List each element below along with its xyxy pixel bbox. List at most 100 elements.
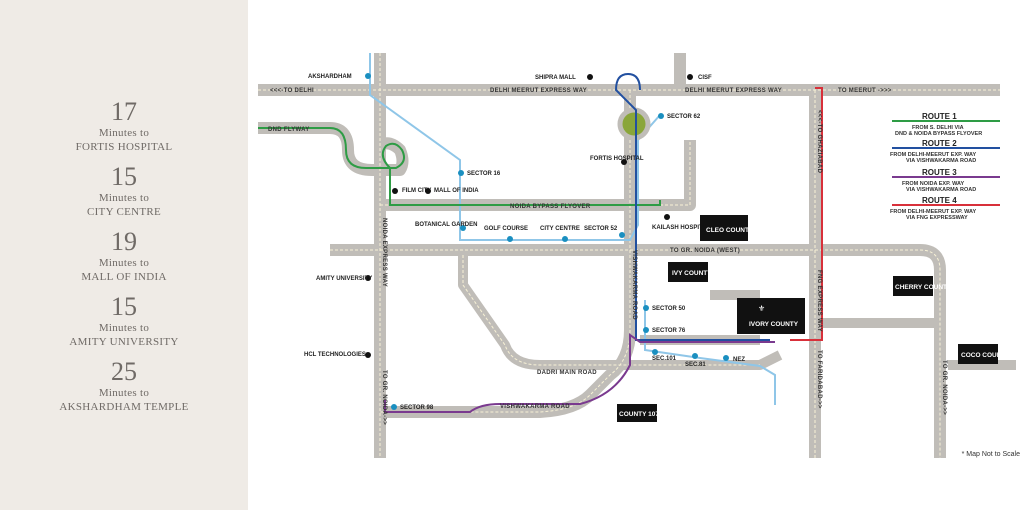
- road-label-dnd: DND FLYWAY: [268, 127, 310, 133]
- place-marker-icon: [587, 74, 593, 80]
- stat-number: 17: [111, 97, 137, 126]
- road-label-to-faridabad: TO FARIDABAD->>: [816, 350, 822, 409]
- metro-station-icon: [562, 236, 568, 242]
- place-city-centre: CITY CENTRE: [540, 226, 580, 232]
- project-box-cleo: [700, 215, 748, 241]
- project-county107: COUNTY 107: [619, 411, 659, 418]
- project-box-coco: [958, 344, 998, 364]
- metro-station-icon: [391, 404, 397, 410]
- places-layer: AKSHARDHAM SHIPRA MALL CISF SECTOR 62 FO…: [304, 73, 745, 411]
- legend-title: ROUTE 4: [922, 196, 957, 205]
- project-box-cherry: [893, 276, 933, 296]
- stat-label: Minutes to: [98, 192, 150, 204]
- metro-station-icon: [652, 349, 658, 355]
- legend-title: ROUTE 2: [922, 139, 957, 148]
- road-label-vishwakarma: VISHWAKARMA ROAD: [500, 404, 570, 410]
- route-3-path: [384, 333, 775, 413]
- route-legend: ROUTE 1 FROM S. DELHI VIA DND & NOIDA BY…: [890, 112, 1000, 221]
- legend-title: ROUTE 3: [922, 168, 957, 177]
- sidebar-panel: 17 Minutes to FORTIS HOSPITAL 15 Minutes…: [0, 0, 248, 510]
- ivory-logo-icon: ⚜: [758, 304, 765, 313]
- stat-destination: CITY CENTRE: [86, 206, 162, 218]
- road-label-to-ghaziabad: <<<-TO GHAZIABAD: [816, 110, 822, 174]
- place-marker-icon: [365, 352, 371, 358]
- place-sector50: SECTOR 50: [652, 306, 686, 312]
- stat-number: 15: [111, 162, 137, 191]
- legend-desc: FROM NOIDA EXP. WAY: [902, 181, 964, 187]
- place-marker-icon: [621, 159, 627, 165]
- project-box-ivory: [737, 298, 805, 334]
- stat-amity: 15 Minutes to AMITY UNIVERSITY: [0, 293, 248, 349]
- road-label-vishwakarma-vertical: VISHWAKARMA ROAD: [631, 250, 637, 320]
- stat-destination: AKSHARDHAM TEMPLE: [59, 401, 189, 413]
- stat-label: Minutes to: [98, 322, 150, 334]
- place-marker-icon: [687, 74, 693, 80]
- place-marker-icon: [392, 188, 398, 194]
- road-label-fng: FNG EXPRESS WAY: [816, 270, 822, 332]
- legend-desc: FROM DELHI-MEERUT EXP. WAY: [890, 209, 977, 215]
- project-cherry: CHERRY COUNTY: [895, 284, 952, 291]
- metro-station-icon: [723, 355, 729, 361]
- stat-label: Minutes to: [98, 387, 150, 399]
- road-label-to-meerut: TO MEERUT ->>>: [838, 88, 892, 94]
- place-film-city: FILM CITY: [402, 188, 431, 194]
- metro-station-icon: [619, 232, 625, 238]
- stat-city-centre: 15 Minutes to CITY CENTRE: [0, 163, 248, 219]
- noida-bypass-flyover: [380, 140, 696, 211]
- road-label-to-delhi: <<<-TO DELHI: [270, 88, 314, 94]
- metro-station-icon: [658, 113, 664, 119]
- place-golf: GOLF COURSE: [484, 226, 528, 232]
- place-sector62: SECTOR 62: [667, 114, 701, 120]
- project-cleo: CLEO COUNTY: [706, 227, 754, 234]
- stat-fortis: 17 Minutes to FORTIS HOSPITAL: [0, 98, 248, 154]
- place-marker-icon: [664, 214, 670, 220]
- metro-station-icon: [460, 225, 466, 231]
- metro-station-icon: [692, 353, 698, 359]
- legend-route-3: ROUTE 3 FROM NOIDA EXP. WAY VIA VISHWAKA…: [892, 168, 1000, 193]
- metro-station-icon: [643, 305, 649, 311]
- metro-station-icon: [458, 170, 464, 176]
- project-ivory: IVORY COUNTY: [749, 321, 799, 328]
- stat-number: 15: [111, 292, 137, 321]
- place-fortis: FORTIS HOSPITAL: [590, 156, 644, 162]
- place-sector52: SECTOR 52: [584, 226, 618, 232]
- road-label-to-gr-noida-left: TO GR. NOIDA->>: [381, 370, 387, 425]
- route-4-path: [790, 87, 823, 341]
- stat-label: Minutes to: [98, 127, 150, 139]
- legend-desc: VIA VISHWAKARMA ROAD: [906, 158, 976, 164]
- route-1-path: [258, 127, 661, 206]
- legend-desc: DND & NOIDA BYPASS FLYOVER: [895, 131, 982, 137]
- place-sector76: SECTOR 76: [652, 328, 686, 334]
- legend-title: ROUTE 1: [922, 112, 957, 121]
- place-sector16: SECTOR 16: [467, 171, 501, 177]
- stat-label: Minutes to: [98, 257, 150, 269]
- metro-station-icon: [365, 73, 371, 79]
- stat-number: 25: [111, 357, 137, 386]
- place-botanical: BOTANICAL GARDEN: [415, 222, 477, 228]
- roundabout-icon: [617, 107, 651, 141]
- stat-number: 19: [111, 227, 137, 256]
- project-box-ivy: [668, 262, 708, 282]
- route-2-path: [614, 72, 770, 341]
- place-kailash: KAILASH HOSPITAL: [652, 225, 711, 231]
- legend-desc: FROM S. DELHI VIA: [912, 125, 964, 131]
- place-sec101: SEC.101: [652, 356, 677, 362]
- project-boxes: CLEO COUNTY IVY COUNTY ⚜ IVORY COUNTY CH…: [617, 215, 1010, 422]
- dnd-flyway: [258, 122, 409, 176]
- stat-destination: MALL OF INDIA: [81, 271, 167, 283]
- legend-desc: VIA VISHWAKARMA ROAD: [906, 187, 976, 193]
- place-shipra: SHIPRA MALL: [535, 75, 576, 81]
- place-sec81: SEC.81: [685, 362, 706, 368]
- stat-mall-of-india: 19 Minutes to MALL OF INDIA: [0, 228, 248, 284]
- legend-route-2: ROUTE 2 FROM DELHI-MEERUT EXP. WAY VIA V…: [890, 139, 1000, 164]
- location-map: .rd{fill:none;stroke:#c0bdb8;stroke-line…: [258, 53, 1016, 458]
- road-label-noida-bypass: NOIDA BYPASS FLYOVER: [510, 204, 591, 210]
- legend-route-4: ROUTE 4 FROM DELHI-MEERUT EXP. WAY VIA F…: [890, 196, 1000, 221]
- map-scale-note: * Map Not to Scale: [961, 451, 1020, 458]
- legend-route-1: ROUTE 1 FROM S. DELHI VIA DND & NOIDA BY…: [892, 112, 1000, 137]
- place-akshardham: AKSHARDHAM: [308, 74, 352, 80]
- place-nez: NEZ: [733, 357, 745, 363]
- road-label-noida-expressway: NOIDA EXPRESS WAY: [381, 218, 387, 287]
- metro-station-icon: [643, 327, 649, 333]
- stat-destination: FORTIS HOSPITAL: [75, 141, 173, 153]
